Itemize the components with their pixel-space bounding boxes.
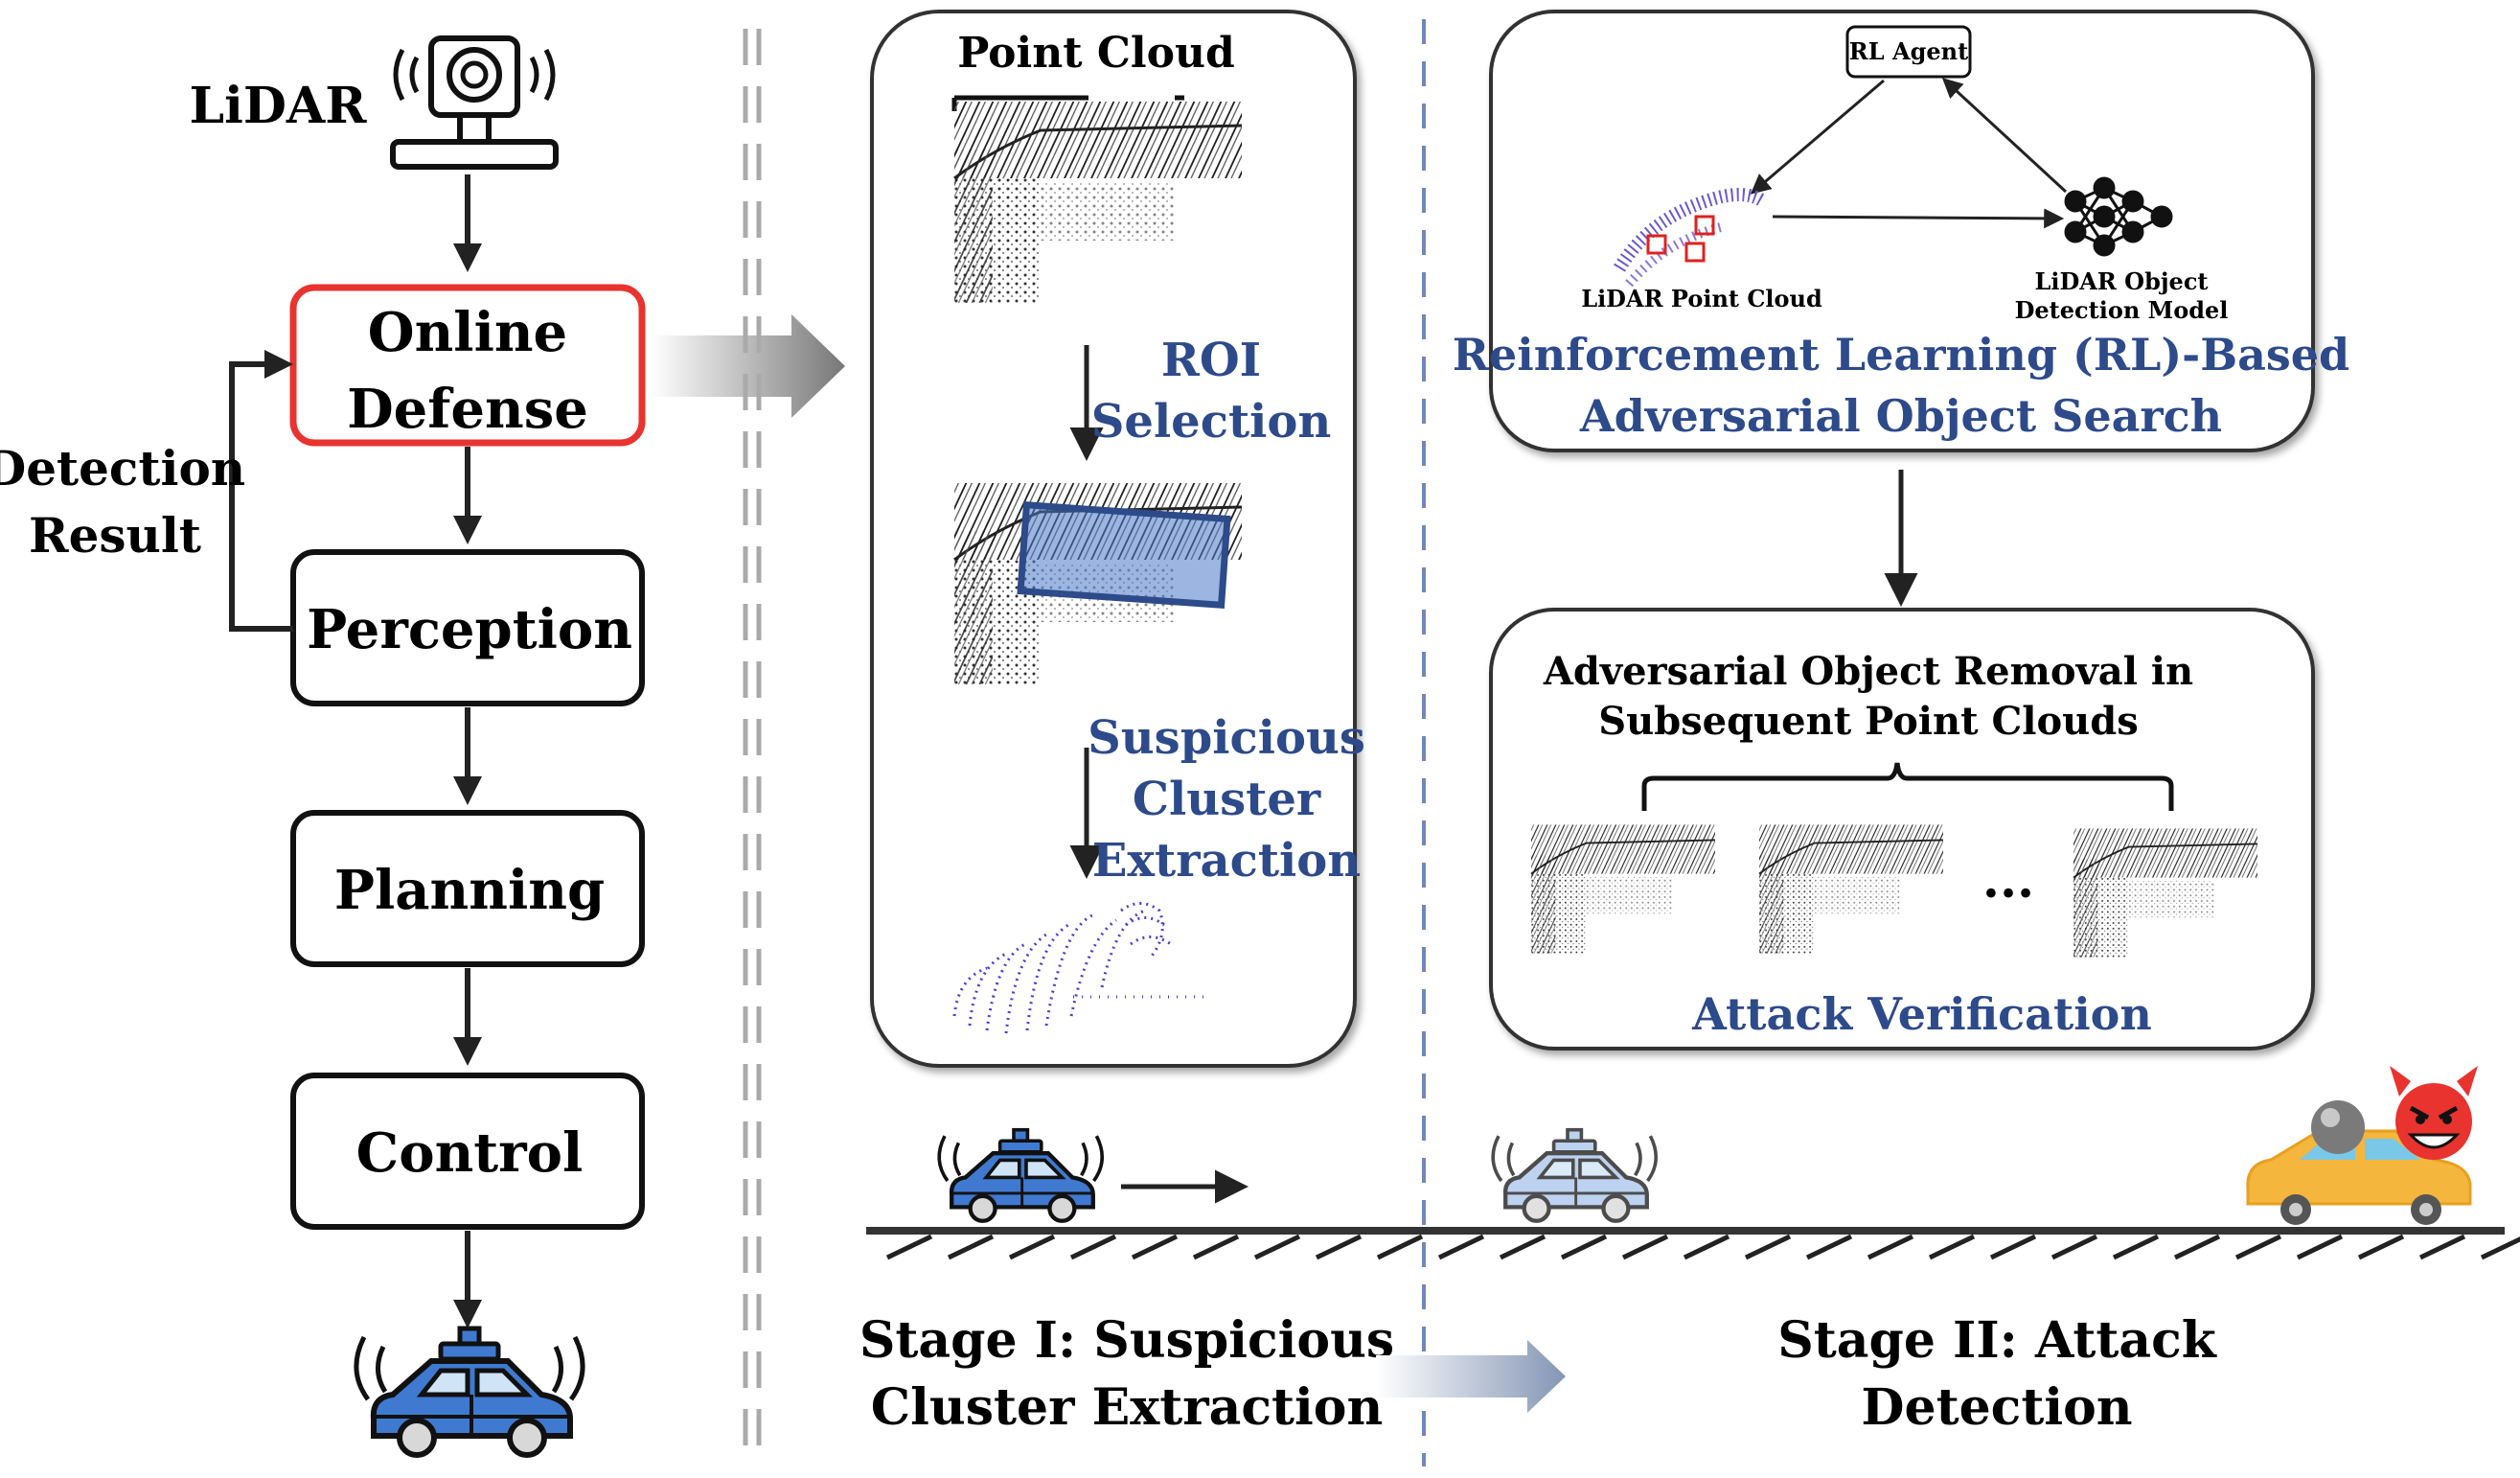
road-hatch-mark xyxy=(1008,1234,1056,1260)
ellipsis: ... xyxy=(1982,851,2034,910)
stage2-caption-line1: Stage II: Attack xyxy=(1777,1311,2217,1370)
rl-title-line2: Adversarial Object Search xyxy=(1579,390,2222,442)
online-defense-box xyxy=(289,284,646,447)
cluster-label-line1: Suspicious xyxy=(1088,711,1365,765)
online-defense-label-line1: Online xyxy=(368,301,567,364)
attack-verification-label: Attack Verification xyxy=(1691,988,2152,1040)
lidar-point-cloud-mini-icon xyxy=(1613,188,1768,288)
lidar-label: LiDAR xyxy=(190,77,368,135)
autonomous-car-icon xyxy=(356,1328,583,1455)
road-hatch-mark xyxy=(1989,1234,2037,1260)
feedback-label-line2: Result xyxy=(29,507,201,564)
rl-title-line1: Reinforcement Learning (RL)-Based xyxy=(1453,329,2349,381)
road-hatch-mark xyxy=(1560,1234,1608,1260)
road-hatch-mark xyxy=(2296,1234,2344,1260)
road-hatch-mark xyxy=(2480,1236,2520,1260)
road-hatch-mark xyxy=(1805,1234,1853,1260)
road-hatch-mark xyxy=(1253,1234,1301,1260)
curly-brace xyxy=(1641,762,2174,811)
roi-box xyxy=(1017,501,1231,609)
point-cloud-image-roi xyxy=(952,481,1244,686)
road-hatch-mark xyxy=(2418,1234,2466,1260)
devil-face-icon xyxy=(2390,1066,2478,1160)
roi-label-line1: ROI xyxy=(1161,334,1261,387)
rl-agent-box xyxy=(1845,25,1972,79)
arrow-agent-to-pointcloud xyxy=(1750,79,1885,195)
arrow-stage1-to-stage2 xyxy=(1376,1340,1566,1413)
control-box xyxy=(290,1073,645,1230)
road-hatch-mark xyxy=(1683,1234,1730,1260)
perception-label: Perception xyxy=(307,598,632,661)
arrow-to-stage1 xyxy=(652,314,845,418)
attacker-car-icon xyxy=(2246,1100,2472,1225)
road-hatch-mark xyxy=(1499,1234,1546,1260)
road-hatch-mark xyxy=(2173,1234,2221,1260)
road-hatch-mark xyxy=(2112,1234,2160,1260)
feedback-label-line1: Detection xyxy=(0,440,245,497)
road-hatch-mark xyxy=(885,1234,933,1260)
road-hatch-mark xyxy=(1376,1234,1424,1260)
stage1-caption-line2: Cluster Extraction xyxy=(871,1378,1384,1437)
lidar-sensor-icon xyxy=(390,35,559,170)
road-hatch-mark xyxy=(1928,1234,1976,1260)
model-label-line1: LiDAR Object xyxy=(2034,267,2208,295)
rl-search-panel xyxy=(1489,10,2315,452)
road-hatch-mark xyxy=(1192,1234,1240,1260)
road-hatch-mark xyxy=(947,1234,995,1260)
road-hatch-mark xyxy=(2234,1234,2282,1260)
arrow-pointcloud-to-model xyxy=(1772,208,2065,229)
control-label: Control xyxy=(356,1121,584,1185)
road-hatching xyxy=(885,1234,2520,1260)
road-hatch-mark xyxy=(1867,1234,1914,1260)
road-hatch-mark xyxy=(1315,1234,1363,1260)
stage2-caption-line2: Detection xyxy=(1861,1378,2132,1437)
neural-network-icon xyxy=(2064,176,2173,257)
road-hatch-mark xyxy=(2357,1234,2405,1260)
road-hatch-mark xyxy=(1069,1234,1117,1260)
planning-box xyxy=(290,810,645,967)
removal-label-line1: Adversarial Object Removal in xyxy=(1543,649,2193,694)
planning-label: Planning xyxy=(334,859,605,922)
ego-car-later-icon xyxy=(1493,1130,1656,1221)
cluster-label-line3: Extraction xyxy=(1092,834,1361,888)
stage1-caption-line1: Stage I: Suspicious xyxy=(859,1311,1394,1370)
arrow-model-to-agent xyxy=(1941,78,2068,194)
road-hatch-mark xyxy=(1744,1234,1792,1260)
cluster-label-line2: Cluster xyxy=(1133,773,1321,826)
feedback-loop-arrow xyxy=(229,350,293,632)
point-cloud-title: Point Cloud xyxy=(957,29,1234,78)
removal-label-line2: Subsequent Point Clouds xyxy=(1598,699,2139,744)
road-hatch-mark xyxy=(2050,1234,2098,1260)
online-defense-label-line2: Defense xyxy=(347,378,588,441)
rl-agent-label: RL Agent xyxy=(1849,37,1968,65)
lidar-point-cloud-label: LiDAR Point Cloud xyxy=(1581,285,1822,312)
roi-label-line2: Selection xyxy=(1091,395,1332,449)
suspicious-cluster-image xyxy=(952,902,1207,1034)
road-hatch-mark xyxy=(1621,1234,1669,1260)
point-cloud-image-raw xyxy=(951,95,1244,305)
model-label-line2: Detection Model xyxy=(2015,296,2229,324)
road-hatch-mark xyxy=(1437,1234,1485,1260)
ego-car-icon xyxy=(939,1130,1102,1221)
road-hatch-mark xyxy=(1131,1234,1179,1260)
